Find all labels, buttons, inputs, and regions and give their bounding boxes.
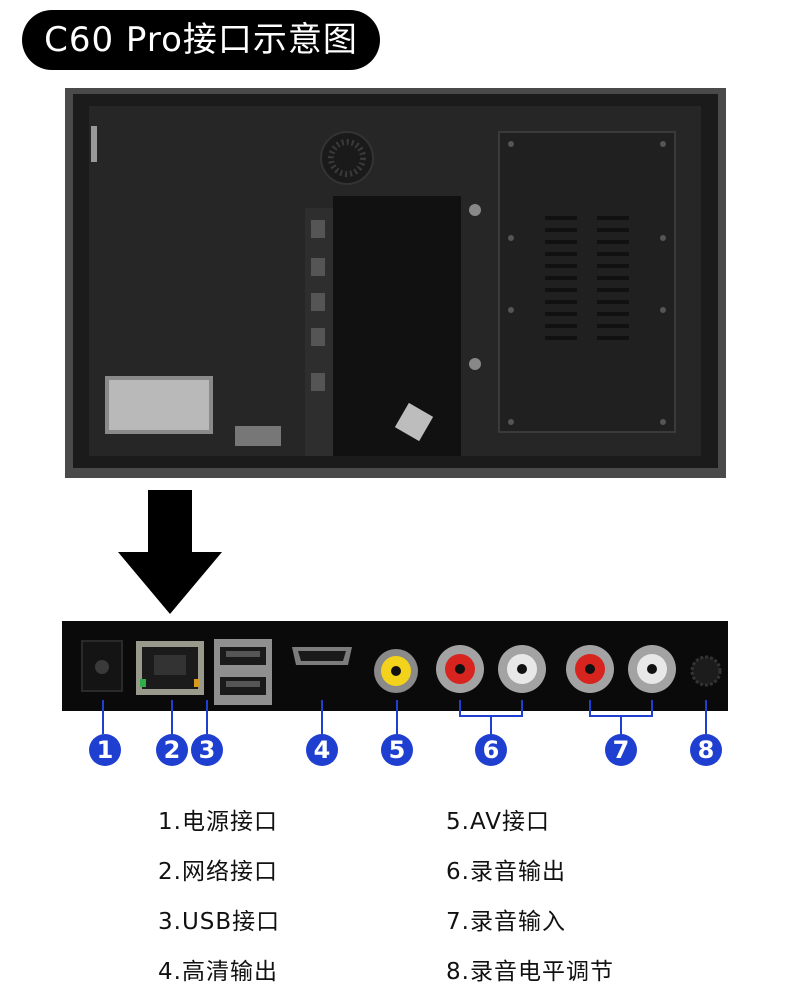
port-badge-8: 8 (690, 734, 722, 766)
legend-left-column: 1.电源接口 2.网络接口 3.USB接口 4.高清输出 (158, 800, 280, 1000)
legend-item: 5.AV接口 (446, 809, 550, 835)
callout-lines (102, 700, 707, 734)
legend-item: 4.高清输出 (158, 959, 278, 985)
legend-item: 1.电源接口 (158, 809, 278, 835)
legend-item: 2.网络接口 (158, 859, 278, 885)
port-badge-4: 4 (306, 734, 338, 766)
legend-item: 6.录音输出 (446, 859, 566, 885)
port-strip (62, 621, 728, 711)
legend-item: 8.录音电平调节 (446, 959, 614, 985)
legend-item: 7.录音输入 (446, 909, 566, 935)
port-badge-2: 2 (156, 734, 188, 766)
down-arrow-icon (118, 490, 222, 618)
port-badge-5: 5 (381, 734, 413, 766)
port-badge-1: 1 (89, 734, 121, 766)
port-badge-7: 7 (605, 734, 637, 766)
page-title: C60 Pro接口示意图 (22, 10, 380, 70)
device-back-photo (65, 88, 726, 478)
legend-item: 3.USB接口 (158, 909, 281, 935)
legend-right-column: 5.AV接口 6.录音输出 7.录音输入 8.录音电平调节 (446, 800, 614, 1000)
port-badge-6: 6 (475, 734, 507, 766)
port-badge-3: 3 (191, 734, 223, 766)
